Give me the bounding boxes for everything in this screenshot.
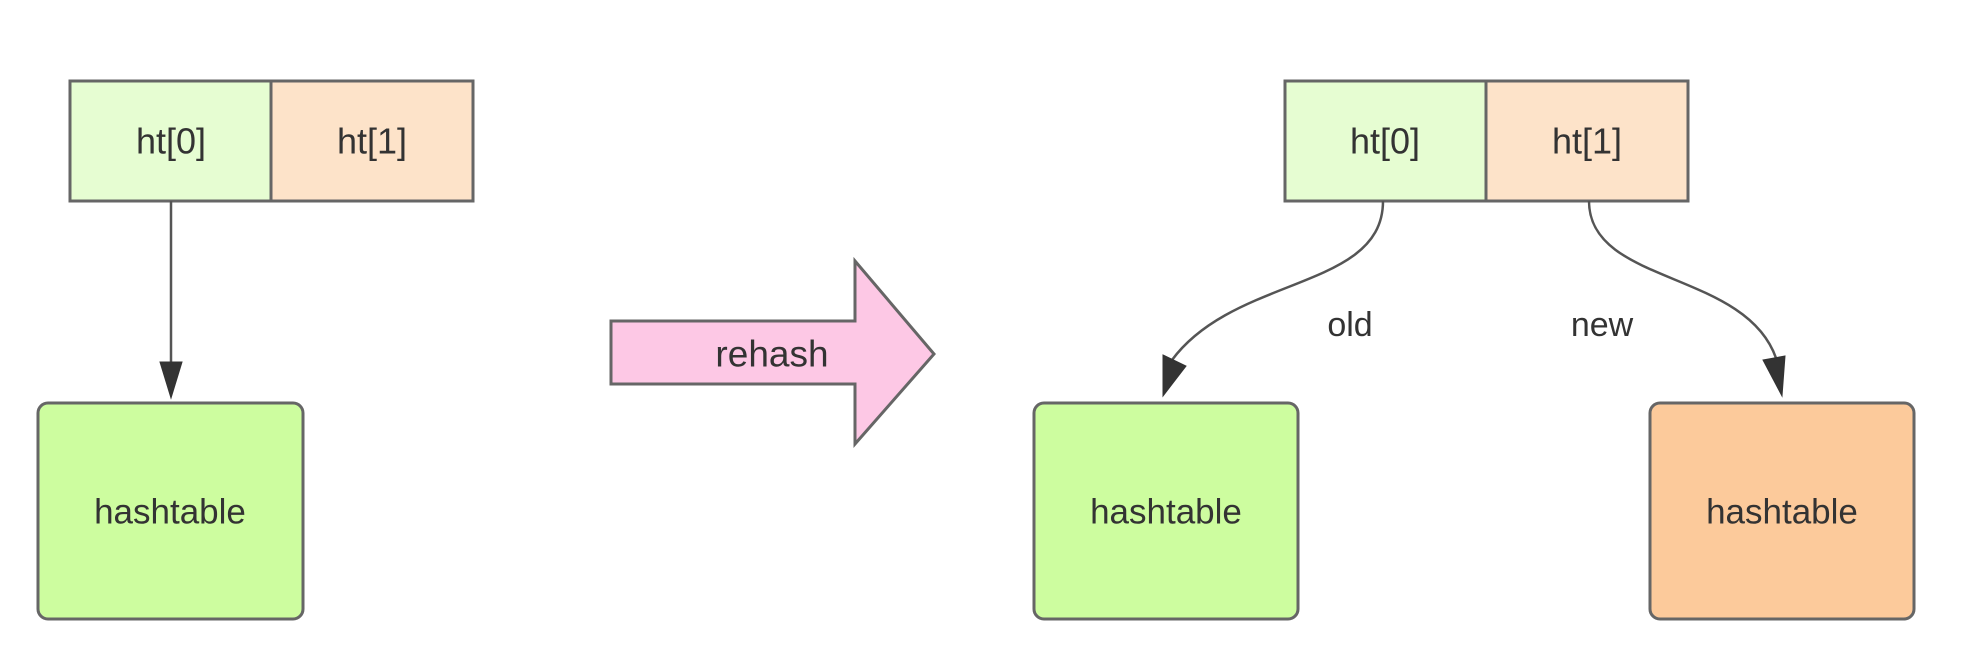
- right-ht1-label: ht[1]: [1552, 121, 1622, 162]
- right-ht0-label: ht[0]: [1350, 121, 1420, 162]
- right-ht1-cell: [1484, 79, 1690, 203]
- old-edge-label: old: [1327, 306, 1372, 344]
- left-ht0-cell: [68, 79, 273, 203]
- new-edge-arrowhead: [1762, 355, 1786, 398]
- new-hashtable-box: [1648, 401, 1916, 621]
- left-ht1-label: ht[1]: [337, 121, 407, 162]
- left-state: ht[0] ht[1] hashtable: [36, 79, 475, 621]
- old-hashtable-label: hashtable: [1090, 493, 1242, 532]
- rehash-arrow-shape: [609, 256, 936, 448]
- left-ht1-cell: [269, 79, 475, 203]
- new-edge-line: [1587, 200, 1778, 359]
- new-edge-label: new: [1571, 306, 1634, 344]
- rehash-label: rehash: [715, 334, 828, 375]
- left-edge-arrowhead: [159, 361, 183, 400]
- old-hashtable-box: [1032, 401, 1300, 621]
- left-hashtable-label: hashtable: [94, 493, 246, 532]
- old-edge-arrowhead: [1162, 354, 1187, 398]
- left-hashtable-box: [36, 401, 305, 621]
- old-edge-line: [1170, 200, 1385, 361]
- rehash-arrow: rehash: [609, 256, 936, 448]
- right-state: ht[0] ht[1] old new hashtable hashtable: [1032, 79, 1916, 621]
- new-hashtable-label: hashtable: [1706, 493, 1858, 532]
- left-ht0-label: ht[0]: [136, 121, 206, 162]
